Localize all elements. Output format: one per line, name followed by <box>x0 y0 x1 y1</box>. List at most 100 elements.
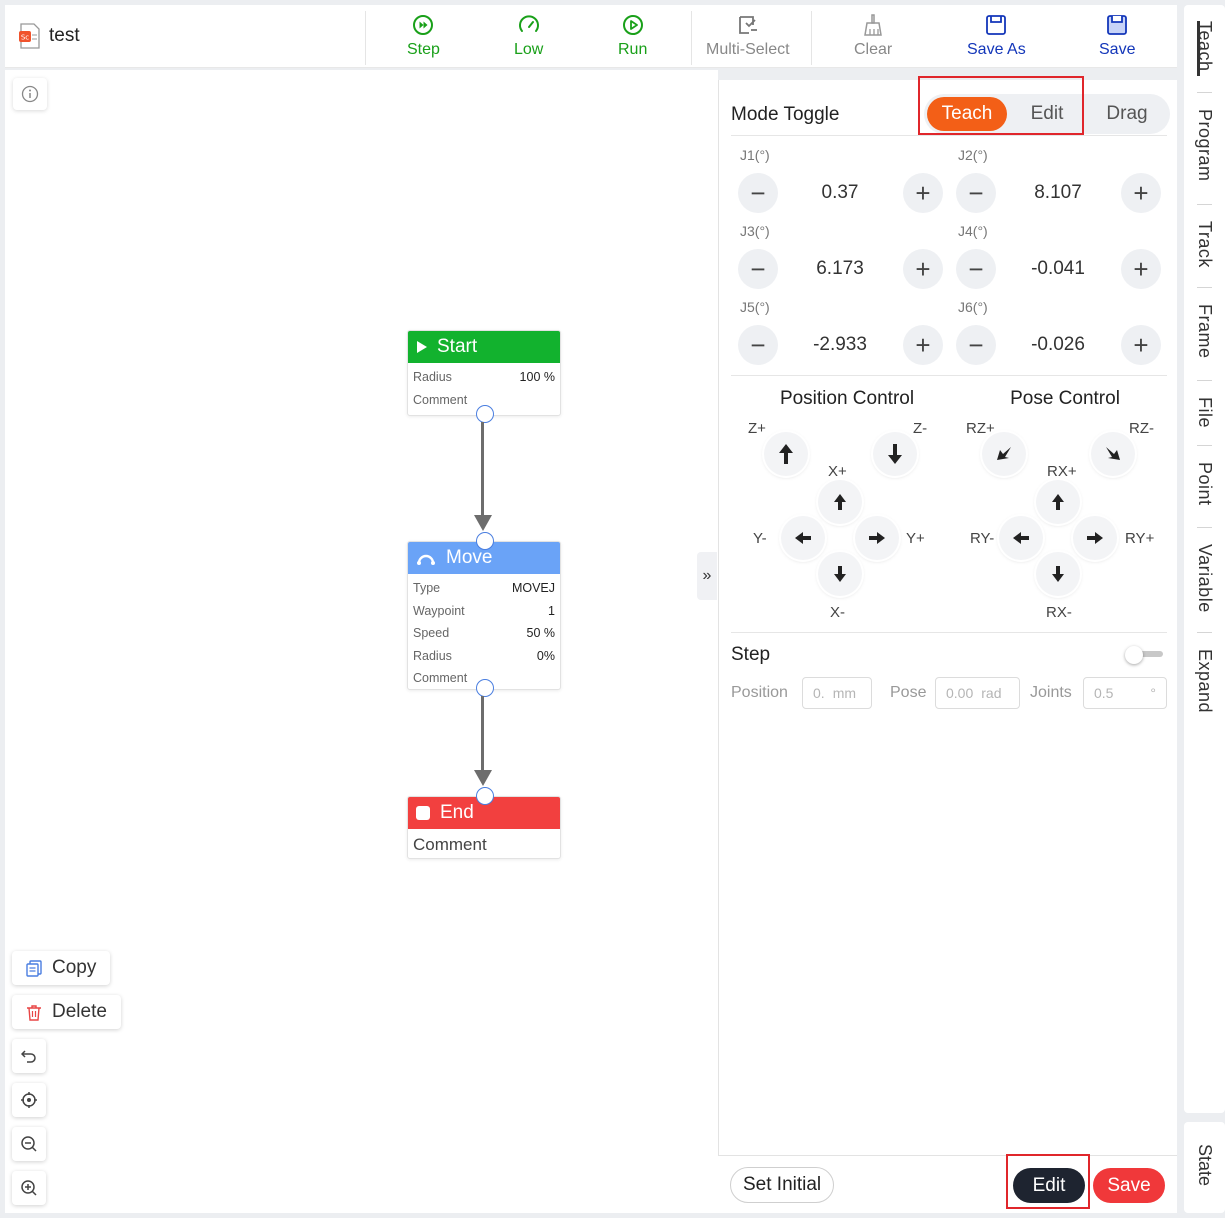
j2-decrement-button[interactable]: − <box>956 173 996 213</box>
j3-decrement-button[interactable]: − <box>738 249 778 289</box>
tab-divider <box>1197 445 1212 446</box>
j1-increment-button[interactable]: + <box>903 173 943 213</box>
jog-ry-minus-button[interactable] <box>999 516 1043 560</box>
j5-increment-button[interactable]: + <box>903 325 943 365</box>
tab-state[interactable]: State <box>1184 1122 1225 1213</box>
jog-z-plus-button[interactable] <box>764 432 808 476</box>
multi-select-button[interactable]: Multi-Select <box>706 13 790 59</box>
mode-teach-option[interactable]: Teach <box>927 97 1007 131</box>
save-as-button[interactable]: Save As <box>967 13 1026 59</box>
crosshair-icon <box>21 1092 37 1108</box>
end-node[interactable]: End Comment <box>407 787 561 859</box>
j4-decrement-button[interactable]: − <box>956 249 996 289</box>
highlight-box <box>1006 1154 1090 1209</box>
arrow-down-icon <box>834 566 846 582</box>
clear-button[interactable]: Clear <box>854 13 892 59</box>
jog-label: Y- <box>753 530 767 547</box>
joint-label: J5(°) <box>740 299 770 315</box>
plus-icon: + <box>1133 253 1149 284</box>
tab-frame[interactable]: Frame <box>1195 304 1215 359</box>
joint-label: J4(°) <box>958 223 988 239</box>
save-as-icon <box>986 15 1007 35</box>
delete-button[interactable]: Delete <box>12 995 121 1029</box>
file-title: Sc test <box>19 23 80 49</box>
plus-icon: + <box>1133 177 1149 208</box>
undo-button[interactable] <box>12 1039 46 1073</box>
jog-label: X+ <box>828 463 847 480</box>
step-toggle[interactable] <box>1125 646 1165 664</box>
joint-label: J2(°) <box>958 147 988 163</box>
save-toolbar-button[interactable]: Save <box>1099 13 1135 59</box>
j5-decrement-button[interactable]: − <box>738 325 778 365</box>
step-button[interactable]: Step <box>407 13 440 59</box>
run-button[interactable]: Run <box>618 13 647 59</box>
set-initial-button[interactable]: Set Initial <box>730 1167 835 1203</box>
low-speed-button[interactable]: Low <box>514 13 543 59</box>
jog-y-minus-button[interactable] <box>781 516 825 560</box>
j2-increment-button[interactable]: + <box>1121 173 1161 213</box>
broom-icon <box>864 14 882 36</box>
tab-expand[interactable]: Expand <box>1195 649 1215 714</box>
jog-x-plus-button[interactable] <box>818 480 862 524</box>
jog-ry-plus-button[interactable] <box>1073 516 1117 560</box>
jog-label: RY- <box>970 530 995 547</box>
tab-file[interactable]: File <box>1195 397 1215 429</box>
zoom-out-button[interactable] <box>12 1127 46 1161</box>
toolbar-divider <box>691 11 692 65</box>
tab-point[interactable]: Point <box>1195 462 1215 506</box>
info-button[interactable] <box>13 78 47 110</box>
jog-rx-minus-button[interactable] <box>1036 552 1080 596</box>
j1-decrement-button[interactable]: − <box>738 173 778 213</box>
j3-increment-button[interactable]: + <box>903 249 943 289</box>
jog-rz-plus-button[interactable] <box>982 432 1026 476</box>
step-title: Step <box>731 644 771 665</box>
center-view-button[interactable] <box>12 1083 46 1117</box>
mode-edit-option[interactable]: Edit <box>1030 103 1064 124</box>
jog-x-minus-button[interactable] <box>818 552 862 596</box>
program-file-icon: Sc <box>19 23 41 49</box>
jog-label: RX+ <box>1047 463 1077 480</box>
tab-divider <box>1197 204 1212 205</box>
mode-drag-option[interactable]: Drag <box>1106 103 1148 124</box>
jog-y-plus-button[interactable] <box>855 516 899 560</box>
section-divider <box>731 375 1167 376</box>
step-position-input[interactable]: 0. mm <box>802 677 872 709</box>
output-port[interactable] <box>476 405 494 423</box>
double-chevron-right-icon: » <box>702 567 712 584</box>
j6-decrement-button[interactable]: − <box>956 325 996 365</box>
j6-increment-button[interactable]: + <box>1121 325 1161 365</box>
tab-teach[interactable]: Teach <box>1195 21 1215 72</box>
arrow-up-icon <box>779 444 793 464</box>
jog-rz-minus-button[interactable] <box>1091 432 1135 476</box>
edit-button[interactable]: Edit <box>1013 1168 1085 1203</box>
collapse-panel-button[interactable]: » <box>697 552 717 600</box>
step-pose-input[interactable]: 0.00 rad <box>935 677 1020 709</box>
minus-icon: − <box>750 329 766 360</box>
plus-icon: + <box>915 253 931 284</box>
tab-track[interactable]: Track <box>1195 221 1215 268</box>
step-position-label: Position <box>731 684 788 701</box>
output-port[interactable] <box>476 679 494 697</box>
input-port[interactable] <box>476 787 494 805</box>
j4-increment-button[interactable]: + <box>1121 249 1161 289</box>
tab-variable[interactable]: Variable <box>1195 544 1215 613</box>
jog-z-minus-button[interactable] <box>873 432 917 476</box>
zoom-in-button[interactable] <box>12 1171 46 1205</box>
tab-program[interactable]: Program <box>1195 109 1215 182</box>
jog-rx-plus-button[interactable] <box>1036 480 1080 524</box>
copy-button[interactable]: Copy <box>12 951 111 985</box>
connection-edge <box>481 422 484 522</box>
save-button[interactable]: Save <box>1093 1168 1165 1203</box>
multi-select-icon <box>738 16 757 34</box>
input-port[interactable] <box>476 532 494 550</box>
toggle-track <box>1135 651 1163 657</box>
step-joints-input[interactable]: 0.5 ° <box>1083 677 1167 709</box>
j1-value: 0.37 <box>821 182 859 203</box>
rotate-ccw-icon <box>997 447 1011 460</box>
